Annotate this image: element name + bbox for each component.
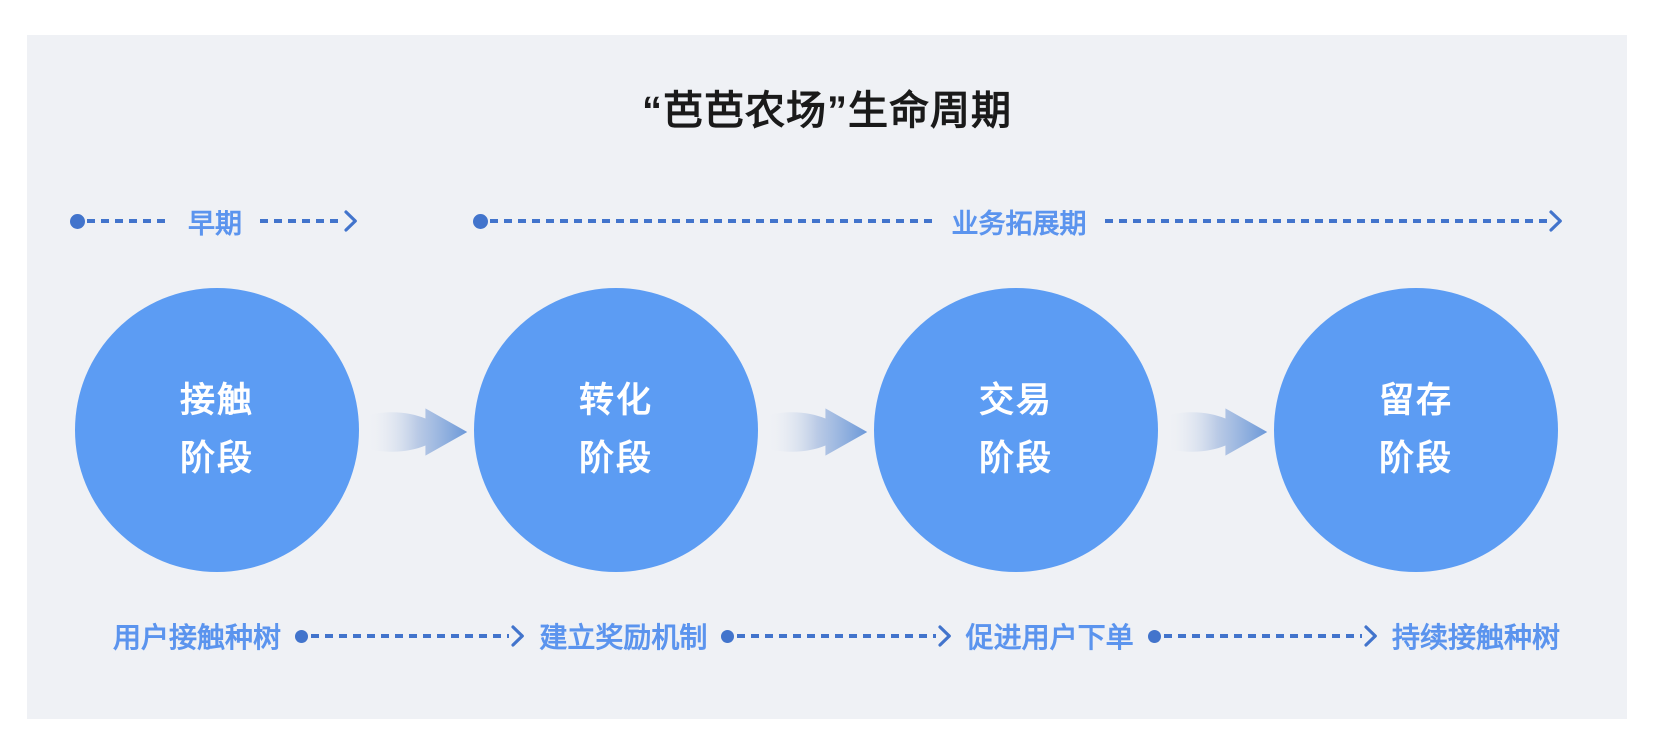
action-label-contact: 用户接触种树 xyxy=(113,622,282,653)
action-connector xyxy=(1147,625,1378,647)
stage-label-line2: 阶段 xyxy=(1378,439,1453,478)
action-label-order: 促进用户下单 xyxy=(965,622,1134,653)
flow-arrow-icon xyxy=(766,408,868,456)
arrowhead-icon xyxy=(344,210,357,232)
stage-label-line1: 交易 xyxy=(978,381,1053,420)
stage-circle-retention: 留存 阶段 xyxy=(1274,288,1558,572)
arrowhead-icon xyxy=(1549,210,1562,232)
line-start-dot xyxy=(295,629,309,643)
action-label-retain: 持续接触种树 xyxy=(1391,622,1560,653)
arrowhead-icon xyxy=(938,625,951,647)
actions-row: 用户接触种树 建立奖励机制 促进用户下单 持续接触种树 xyxy=(113,617,1560,655)
stage-label-line1: 留存 xyxy=(1378,381,1453,420)
stage-label-line2: 阶段 xyxy=(179,439,254,478)
line-start-dot xyxy=(473,213,488,229)
line-start-dot xyxy=(721,629,735,643)
stage-label-line2: 阶段 xyxy=(578,439,653,478)
stage-circle-contact: 接触 阶段 xyxy=(75,288,359,572)
stage-circle-transaction: 交易 阶段 xyxy=(874,288,1158,572)
line-start-dot xyxy=(1147,629,1161,643)
action-connector xyxy=(295,625,525,647)
arrowhead-icon xyxy=(511,625,525,647)
dashed-line xyxy=(737,634,936,638)
dashed-line xyxy=(1104,219,1548,223)
dashed-line xyxy=(311,634,510,638)
timeline-label-expansion: 业务拓展期 xyxy=(951,208,1087,239)
stage-label-line1: 接触 xyxy=(179,381,254,420)
dashed-line xyxy=(1163,634,1362,638)
timeline-segment-expansion: 业务拓展期 xyxy=(473,204,1563,239)
stage-label-line1: 转化 xyxy=(578,381,653,420)
timeline-label-early: 早期 xyxy=(188,208,242,239)
action-label-reward: 建立奖励机制 xyxy=(539,622,708,653)
lifecycle-panel: “芭芭农场”生命周期 早期 业务拓展期 接触 阶段 转化 阶段 xyxy=(27,35,1627,719)
stage-label-line2: 阶段 xyxy=(978,439,1053,478)
flow-arrow-icon xyxy=(1166,408,1268,456)
stage-circle-conversion: 转化 阶段 xyxy=(474,288,758,572)
dashed-line xyxy=(87,219,170,223)
line-start-dot xyxy=(70,213,85,229)
timeline-segment-early: 早期 xyxy=(70,204,358,239)
diagram-title: “芭芭农场”生命周期 xyxy=(642,89,1012,133)
dashed-line xyxy=(260,219,343,223)
arrowhead-icon xyxy=(1364,625,1377,647)
dashed-line xyxy=(490,219,934,223)
flow-arrow-icon xyxy=(366,408,468,456)
action-connector xyxy=(721,625,951,647)
